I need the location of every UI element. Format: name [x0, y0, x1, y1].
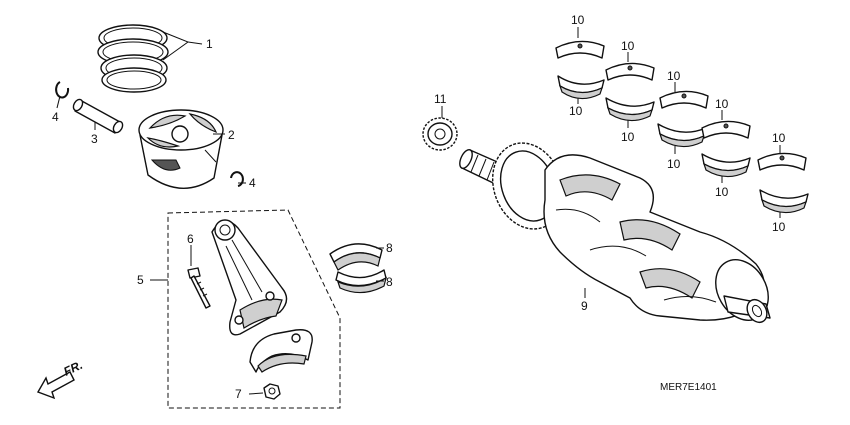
piston-rings [97, 24, 169, 93]
piston-pin-clip-right [230, 171, 244, 187]
callout-2: 2 [228, 128, 235, 142]
callout-10-1-top: 10 [571, 13, 585, 27]
callout-10-4-bottom: 10 [715, 185, 729, 199]
diagram-code: MER7E1401 [660, 382, 717, 393]
callout-10-2-bottom: 10 [621, 130, 635, 144]
main-bearing-2 [605, 62, 655, 122]
callout-7: 7 [235, 387, 242, 401]
piston-pin-clip-left [55, 81, 70, 99]
callout-4b: 4 [249, 176, 256, 190]
callout-8a: 8 [386, 241, 393, 255]
main-bearing-4 [701, 120, 751, 178]
crankshaft [459, 142, 771, 324]
main-bearing-5 [757, 152, 809, 214]
conrod-bolt [187, 267, 211, 309]
callout-3: 3 [91, 132, 98, 146]
callout-9: 9 [581, 299, 588, 313]
conrod-bearings [329, 243, 387, 294]
callout-11: 11 [434, 92, 447, 106]
callout-10-3-bottom: 10 [667, 157, 681, 171]
callout-6: 6 [187, 232, 194, 246]
front-arrow-label: FR. [61, 358, 84, 379]
main-bearing-3 [657, 90, 709, 148]
callout-10-1-bottom: 10 [569, 104, 583, 118]
timing-gear [422, 117, 458, 151]
callout-10-2-top: 10 [621, 39, 635, 53]
callout-10-5-top: 10 [772, 131, 786, 145]
callout-1: 1 [206, 37, 213, 51]
callout-10-4-top: 10 [715, 97, 729, 111]
connecting-rod [211, 219, 288, 336]
callout-8b: 8 [386, 275, 393, 289]
main-bearing-1 [555, 40, 605, 100]
conrod-assembly-outline [167, 209, 341, 409]
front-arrow-icon [36, 371, 75, 400]
callout-10-3-top: 10 [667, 69, 681, 83]
callout-10-5-bottom: 10 [772, 220, 786, 234]
callout-4a: 4 [52, 110, 59, 124]
conrod-nut [263, 383, 281, 400]
piston-pin [72, 98, 124, 134]
piston [138, 109, 224, 189]
callout-5: 5 [137, 273, 144, 287]
conrod-cap [249, 329, 313, 373]
